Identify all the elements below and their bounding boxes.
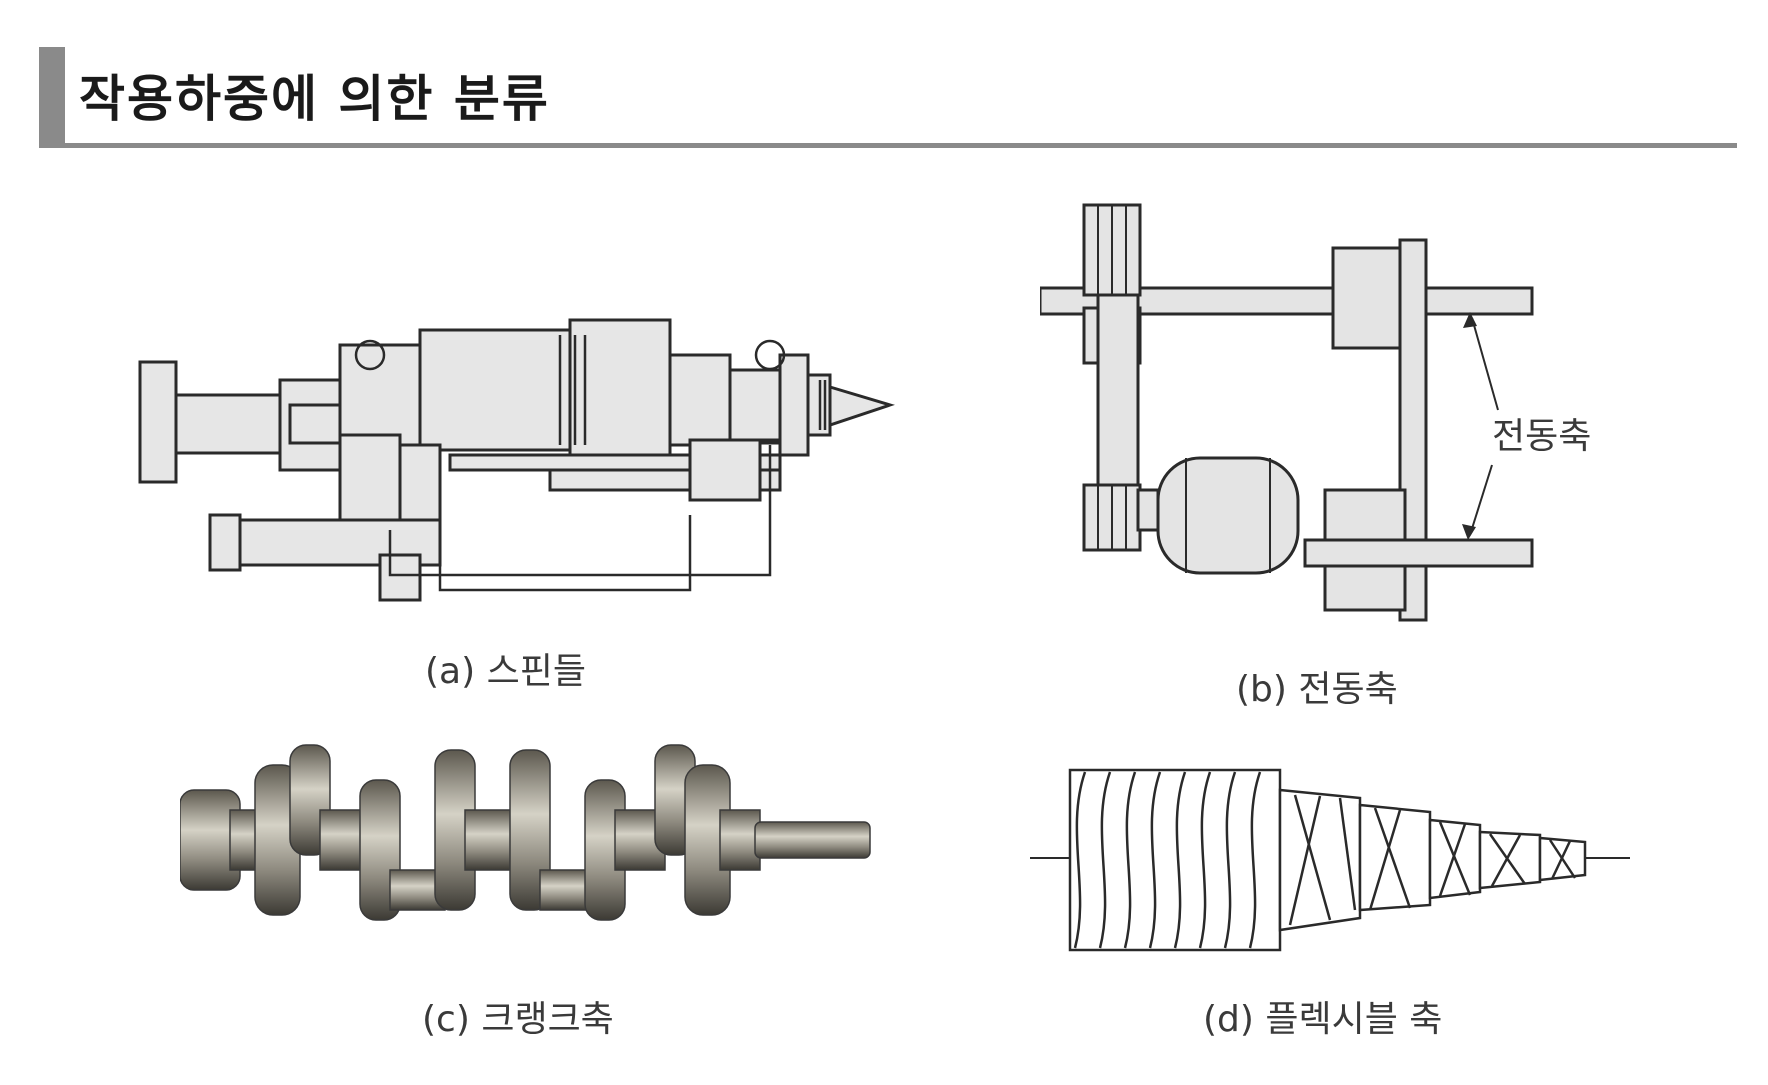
header-divider [39, 143, 1737, 148]
section-header: 작용하중에 의한 분류 [39, 47, 1737, 148]
page-title: 작용하중에 의한 분류 [79, 70, 550, 128]
caption-crankshaft: (c) 크랭크축 [422, 999, 614, 1040]
header-accent-bar [39, 47, 65, 147]
caption-transmission-shaft: (b) 전동축 [1236, 669, 1398, 710]
figure-flexible-shaft [1030, 760, 1630, 970]
transmission-shaft-drawing [1040, 203, 1534, 622]
figure-transmission-shaft [1040, 200, 1540, 630]
caption-flexible-shaft: (d) 플렉시블 축 [1203, 999, 1443, 1040]
caption-spindle: (a) 스핀들 [425, 651, 586, 692]
flexible-shaft-drawing [1030, 768, 1630, 952]
figure-crankshaft [180, 740, 880, 940]
spindle-drawing [138, 318, 895, 602]
callout-transmission-shaft: 전동축 [1492, 416, 1592, 457]
crankshaft-drawing [180, 744, 871, 921]
figure-spindle [130, 315, 900, 615]
